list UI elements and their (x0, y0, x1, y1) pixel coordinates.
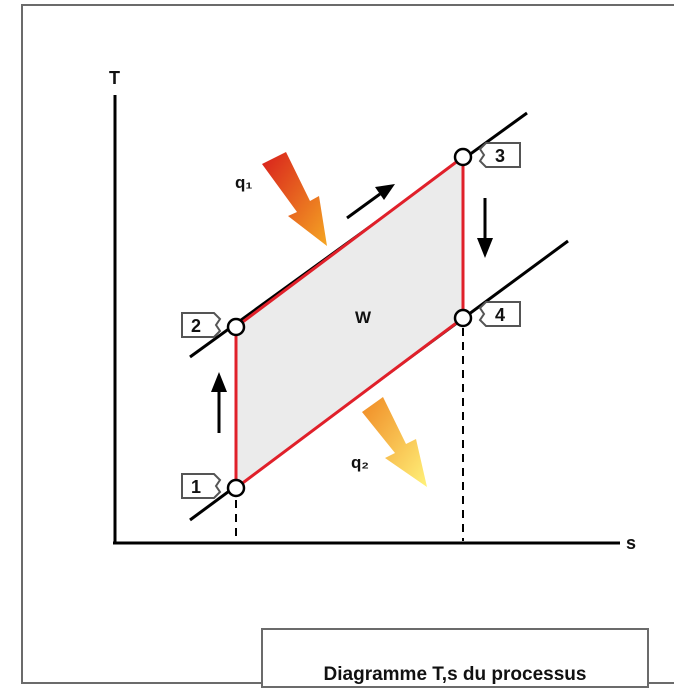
state-point-2 (228, 319, 244, 335)
caption-box: Diagramme T,s du processus (261, 628, 649, 688)
direction-arrow-up (211, 372, 227, 433)
state-point-4 (455, 310, 471, 326)
x-axis-label: s (626, 533, 636, 553)
svg-text:1: 1 (191, 477, 201, 497)
state-point-1 (228, 480, 244, 496)
svg-text:4: 4 (495, 305, 505, 325)
point-tag-4: 4 (480, 302, 520, 326)
svg-text:3: 3 (495, 146, 505, 166)
heat-out-label: q₂ (351, 453, 369, 472)
cycle-area (236, 157, 463, 488)
point-tag-3: 3 (480, 143, 520, 167)
point-tag-1: 1 (182, 474, 220, 498)
caption-title: Diagramme T,s du processus (263, 664, 647, 686)
heat-in-label: q₁ (235, 173, 252, 192)
state-point-3 (455, 149, 471, 165)
work-label: W (355, 308, 372, 327)
svg-text:2: 2 (191, 316, 201, 336)
point-tag-2: 2 (182, 313, 220, 337)
heat-in-arrow (262, 152, 327, 246)
direction-arrow-down (477, 198, 493, 258)
heat-out-arrow (362, 397, 427, 487)
y-axis-label: T (109, 68, 120, 88)
